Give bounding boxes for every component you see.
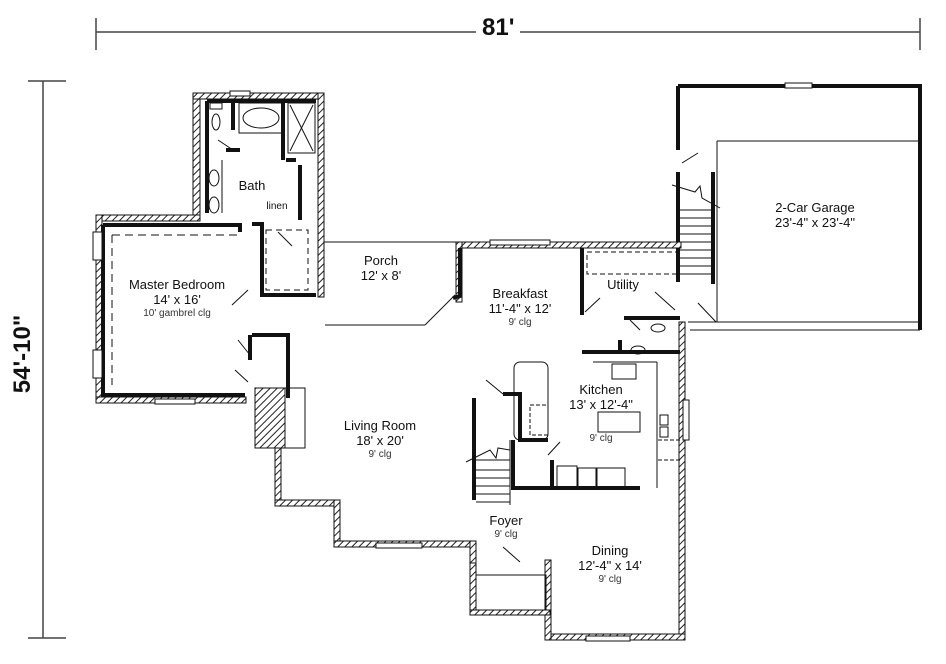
room-ceiling: 9' clg [368, 449, 392, 460]
room-name: 2-Car Garage [775, 200, 855, 215]
room-kitchen: Kitchen 13' x 12'-4" 9' clg [556, 382, 646, 445]
room-name: Master Bedroom [128, 277, 226, 292]
room-ceiling: 9' clg [589, 433, 613, 444]
room-foyer: Foyer 9' clg [476, 513, 536, 541]
room-ceiling: 9' clg [598, 574, 622, 585]
room-name: Breakfast [492, 286, 548, 301]
overall-depth-label: 54'-10" [9, 308, 38, 400]
room-size: 11'-4" x 12' [488, 301, 552, 316]
room-living-room: Living Room 18' x 20' 9' clg [330, 418, 430, 461]
room-name: Dining [591, 543, 629, 558]
garage-stairs [671, 152, 721, 323]
room-ceiling: 10' gambrel clg [143, 308, 211, 319]
room-dining: Dining 12'-4" x 14' 9' clg [560, 543, 660, 586]
room-name: Foyer [489, 513, 523, 528]
room-size: 12'-4" x 14' [578, 558, 642, 573]
room-size: 18' x 20' [356, 433, 404, 448]
room-name: Bath [238, 178, 266, 193]
fixtures [92, 90, 690, 642]
room-name: Utility [607, 277, 639, 292]
room-size: 13' x 12'-4" [569, 397, 633, 412]
depth-dimension-line [28, 80, 66, 639]
room-porch: Porch 12' x 8' [336, 253, 426, 283]
room-ceiling: 9' clg [494, 529, 518, 540]
room-name: Living Room [343, 418, 417, 433]
room-linen: linen [262, 201, 292, 212]
room-garage: 2-Car Garage 23'-4" x 23'-4" [750, 200, 880, 230]
room-utility: Utility [598, 277, 648, 292]
room-size: 23'-4" x 23'-4" [775, 215, 855, 230]
room-name: Porch [364, 253, 398, 268]
room-master-bedroom: Master Bedroom 14' x 16' 10' gambrel clg [112, 277, 242, 320]
room-bath: Bath [232, 178, 272, 193]
room-name: linen [266, 201, 288, 212]
room-size: 12' x 8' [360, 268, 402, 283]
room-ceiling: 9' clg [508, 317, 532, 328]
garage-walls [676, 82, 922, 331]
room-breakfast: Breakfast 11'-4" x 12' 9' clg [470, 286, 570, 329]
room-name: Kitchen [579, 382, 623, 397]
overall-width-label: 81' [476, 14, 521, 42]
room-size: 14' x 16' [153, 292, 201, 307]
